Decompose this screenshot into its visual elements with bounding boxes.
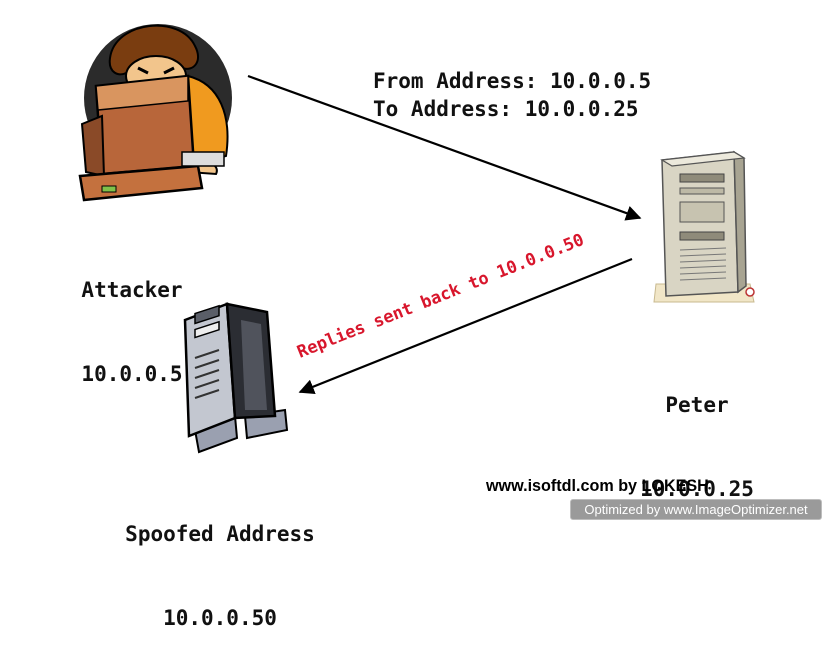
attacker-label: Attacker 10.0.0.5 bbox=[40, 220, 224, 416]
spoofed-ip: 10.0.0.50 bbox=[163, 606, 277, 630]
request-arrow bbox=[247, 74, 642, 221]
peter-name: Peter bbox=[665, 393, 729, 417]
spoofed-label: Spoofed Address 10.0.0.50 bbox=[100, 464, 340, 660]
arrows-layer: Replies sent back to 10.0.0.50 bbox=[247, 74, 642, 394]
reply-arrow bbox=[298, 257, 633, 394]
peter-ip: 10.0.0.25 bbox=[640, 477, 754, 501]
attacker-ip: 10.0.0.5 bbox=[81, 362, 183, 386]
spoofed-server-icon bbox=[183, 302, 289, 454]
spoofed-name: Spoofed Address bbox=[125, 522, 315, 546]
watermark-badge: Optimized by www.ImageOptimizer.net bbox=[570, 499, 822, 520]
reply-label: Replies sent back to 10.0.0.50 bbox=[294, 230, 587, 363]
packet-to-address: To Address: 10.0.0.25 bbox=[373, 97, 639, 121]
packet-from-address: From Address: 10.0.0.5 bbox=[373, 69, 652, 93]
attacker-clipart-icon bbox=[78, 24, 232, 202]
attacker-name: Attacker bbox=[81, 278, 183, 302]
server-tower-icon bbox=[653, 150, 755, 303]
peter-label: Peter 10.0.0.25 bbox=[600, 335, 794, 531]
credit-text: www.isoftdl.com by LOKESH bbox=[486, 476, 709, 495]
